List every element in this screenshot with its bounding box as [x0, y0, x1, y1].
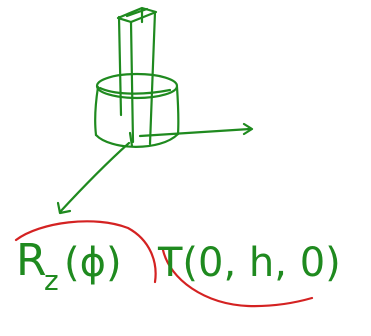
tall-box-sketch — [116, 6, 158, 146]
cylinder-sketch — [94, 72, 180, 148]
axes-sketch — [56, 122, 254, 215]
formula: R z (ϕ) T(0, h, 0) — [16, 235, 341, 297]
red-bracket-right — [161, 248, 314, 308]
formula-rotation-subscript: z — [44, 264, 59, 297]
formula-translation: T(0, h, 0) — [157, 240, 341, 286]
formula-rotation: R — [16, 235, 47, 286]
red-bracket-left — [14, 220, 157, 284]
formula-rotation-argument: (ϕ) — [64, 240, 122, 286]
